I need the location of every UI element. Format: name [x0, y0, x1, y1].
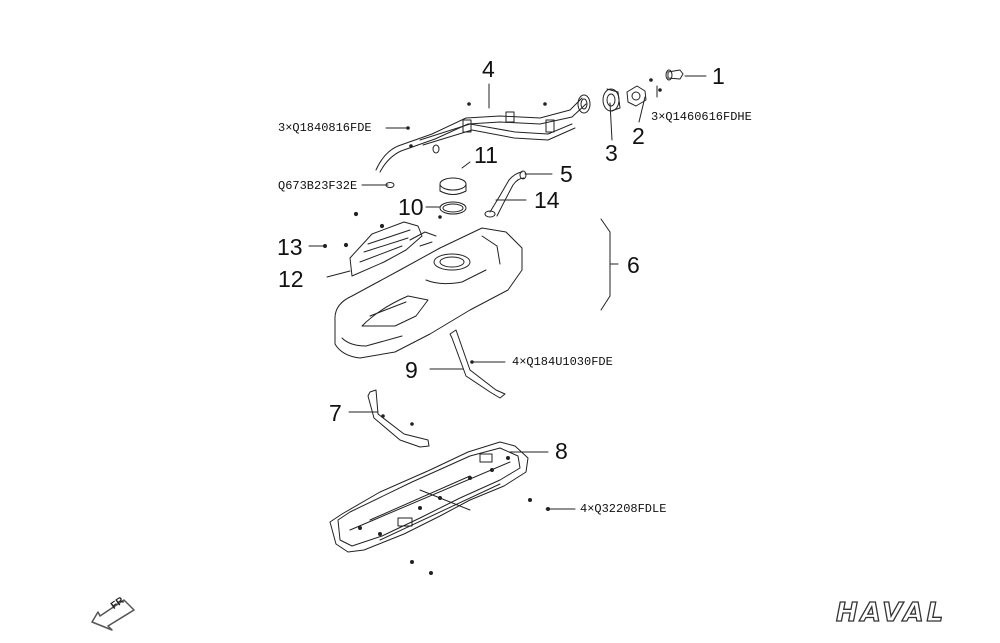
tank-strap-front	[367, 389, 430, 448]
filler-housing	[602, 88, 621, 112]
filler-neck-pipe	[375, 94, 591, 188]
callout-8: 8	[555, 438, 568, 464]
callout-13: 13	[277, 234, 303, 260]
fuel-tank	[334, 227, 523, 359]
sender-retaining-ring	[439, 201, 467, 215]
filler-hose	[484, 170, 527, 218]
callout-10: 10	[398, 194, 424, 220]
leader-lines	[308, 75, 707, 510]
callout-14: 14	[534, 187, 560, 213]
vent-valve	[649, 69, 684, 98]
callout-2: 2	[632, 123, 645, 149]
part-code-skid-bolts: 4×Q32208FDLE	[580, 502, 667, 516]
callout-1: 1	[712, 63, 725, 89]
callout-6: 6	[627, 252, 640, 278]
filler-gasket	[626, 85, 647, 107]
tank-strap-rear	[449, 329, 506, 399]
part-code-strap-bolts: 4×Q184U1030FDE	[512, 355, 613, 369]
front-direction-arrow	[91, 599, 135, 631]
sender-cap	[438, 177, 467, 219]
callout-7: 7	[329, 400, 342, 426]
brand-logo: HAVAL	[835, 597, 947, 628]
callout-5: 5	[560, 161, 573, 187]
callout-12: 12	[278, 266, 304, 292]
part-code-vent-bolts: 3×Q1460616FDHE	[651, 110, 752, 124]
skid-plate	[329, 441, 550, 575]
callout-9: 9	[405, 357, 418, 383]
heat-shield	[343, 211, 423, 277]
callout-3: 3	[605, 140, 618, 166]
heat-shield-bolt	[323, 244, 327, 248]
part-code-clamp: Q673B23F32E	[278, 179, 358, 193]
callout-4: 4	[482, 56, 495, 82]
part-code-neck-bolts: 3×Q1840816FDE	[278, 121, 372, 135]
callout-11: 11	[474, 142, 498, 168]
